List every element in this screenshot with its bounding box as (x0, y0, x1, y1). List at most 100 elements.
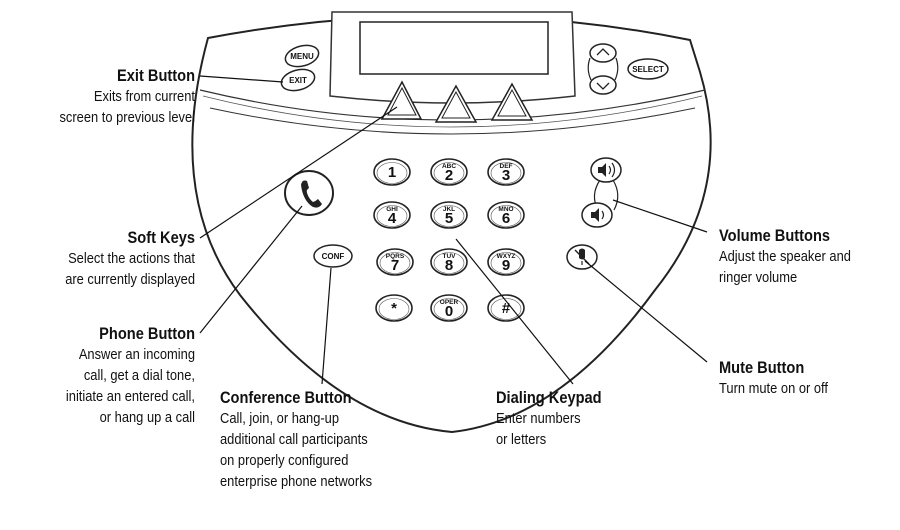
nav-down-button[interactable] (589, 75, 617, 95)
conference-callout-line-3: on properly configured (220, 452, 349, 469)
volume-callout-title: Volume Buttons (719, 226, 831, 245)
mute-callout-title: Mute Button (719, 358, 805, 377)
select-button[interactable]: SELECT (627, 58, 669, 80)
exit-callout-title: Exit Button (117, 66, 195, 85)
softkeys-callout-line-2: are currently displayed (65, 271, 195, 288)
keypad-key-letters: JKL (443, 206, 455, 213)
nav-up-button[interactable] (589, 43, 617, 63)
menu-button-label: MENU (290, 52, 314, 61)
volume-callout-line-1: Adjust the speaker and (719, 248, 851, 265)
keypad-key-digit: 4 (388, 210, 397, 227)
keypad-key-letters: ABC (442, 163, 456, 170)
mute-leader (584, 260, 708, 363)
softkeys-leader (199, 106, 398, 239)
keypad-key-letters: WXYZ (497, 253, 516, 260)
conference-callout-title: Conference Button (220, 388, 352, 407)
volume-callout-line-2: ringer volume (719, 269, 798, 286)
keypad-callout-line-2: or letters (496, 431, 547, 448)
keypad-key-digit: 9 (502, 257, 510, 274)
keypad-key-digit: * (391, 300, 397, 317)
keypad-key-letters: MNO (498, 206, 513, 213)
softkeys-callout: Soft Keys Select the actions that are cu… (5, 228, 195, 290)
keypad-key-digit: 5 (445, 210, 453, 227)
keypad-key[interactable]: 1 (373, 158, 411, 186)
keypad-leader (455, 238, 574, 385)
conference-button-label: CONF (322, 252, 345, 261)
exit-callout-line-2: screen to previous level (59, 109, 196, 126)
conference-callout-line-1: Call, join, or hang-up (220, 410, 340, 427)
handset-icon (301, 180, 322, 208)
volume-leader (612, 199, 708, 233)
conference-leader (321, 267, 332, 385)
keypad-callout-line-1: Enter numbers (496, 410, 581, 427)
display-screen (359, 21, 549, 75)
keypad-key-digit: 6 (502, 210, 510, 227)
soft-key-right[interactable] (490, 82, 534, 121)
speaker-loud-icon (598, 163, 606, 177)
conference-button[interactable]: CONF (313, 244, 353, 268)
phone-callout-line-2: call, get a dial tone, (83, 367, 195, 384)
upper-panel-line-2 (202, 95, 703, 128)
softkeys-callout-title: Soft Keys (127, 228, 195, 247)
mute-button[interactable] (566, 244, 598, 270)
keypad-key-letters: OPER (440, 299, 459, 306)
keypad-key-letters: GHI (386, 206, 398, 213)
exit-callout-line-1: Exits from current (93, 88, 195, 105)
keypad-key-letters: PQRS (386, 253, 405, 260)
keypad-key-digit: 0 (445, 303, 453, 320)
phone-callout-line-1: Answer an incoming (78, 346, 195, 363)
keypad-callout-title: Dialing Keypad (496, 388, 602, 407)
phone-callout-line-3: initiate an entered call, (65, 388, 195, 405)
keypad-key-digit: 1 (388, 164, 396, 181)
conference-callout: Conference Button Call, join, or hang-up… (220, 388, 430, 492)
mute-callout-line-1: Turn mute on or off (719, 380, 828, 397)
soft-key-left[interactable] (380, 80, 423, 120)
keypad-key[interactable]: # (487, 294, 525, 322)
exit-button-label: EXIT (289, 76, 307, 85)
muted-mic-icon (579, 248, 585, 260)
volume-down-button[interactable] (581, 202, 613, 228)
soft-key-center[interactable] (434, 84, 478, 123)
keypad-key-digit: 3 (502, 167, 510, 184)
menu-button[interactable]: MENU (283, 42, 321, 70)
softkeys-callout-line-1: Select the actions that (68, 250, 195, 267)
keypad-key-digit: 7 (391, 257, 399, 274)
speaker-soft-icon (591, 208, 599, 222)
mute-callout: Mute Button Turn mute on or off (719, 358, 889, 399)
keypad-key-digit: # (502, 300, 511, 317)
volume-callout: Volume Buttons Adjust the speaker and ri… (719, 226, 894, 288)
keypad-key-digit: 8 (445, 257, 453, 274)
keypad-key-digit: 2 (445, 167, 453, 184)
exit-button[interactable]: EXIT (279, 66, 317, 94)
phone-callout: Phone Button Answer an incoming call, ge… (5, 324, 195, 428)
phone-callout-line-4: or hang up a call (99, 409, 195, 426)
conference-callout-line-4: enterprise phone networks (220, 473, 373, 490)
phone-button[interactable] (284, 170, 334, 216)
callout-leaders (199, 75, 708, 385)
keypad-key[interactable]: * (375, 294, 413, 322)
phone-leader (199, 205, 303, 334)
conference-callout-line-2: additional call participants (220, 431, 368, 448)
phone-callout-title: Phone Button (99, 324, 195, 343)
select-button-label: SELECT (632, 65, 664, 74)
keypad-key-letters: DEF (500, 163, 513, 170)
exit-callout: Exit Button Exits from current screen to… (5, 66, 195, 128)
volume-up-button[interactable] (590, 157, 622, 183)
nav-rocker-outline (587, 57, 619, 81)
keypad-callout: Dialing Keypad Enter numbers or letters (496, 388, 646, 450)
exit-leader (199, 75, 284, 83)
keypad-key-letters: TUV (443, 253, 457, 260)
lower-panel-line (209, 107, 696, 135)
